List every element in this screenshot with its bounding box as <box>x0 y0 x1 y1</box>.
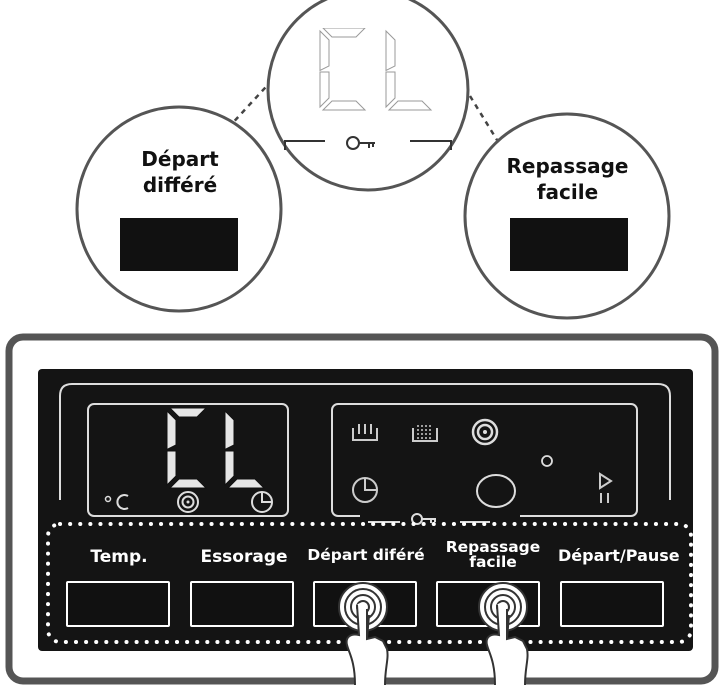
display-segment-C-a <box>169 408 207 418</box>
callout-circle-center <box>266 0 470 192</box>
connector-right <box>468 95 499 141</box>
indicator-dot <box>541 455 553 467</box>
callout-left-button <box>120 218 238 271</box>
finger-outline <box>485 604 529 685</box>
callout-left-line2: différé <box>142 173 218 197</box>
timer-icon <box>251 491 273 513</box>
display-segment-C-d <box>168 478 208 489</box>
temp-button[interactable] <box>66 581 170 627</box>
easy-iron-label-line1: Repassage <box>445 538 541 556</box>
start-pause-button[interactable] <box>560 581 664 627</box>
celsius-icon <box>104 494 129 510</box>
callout-right-line2: facile <box>536 180 599 204</box>
spin-icon <box>177 491 199 513</box>
display-segment-L-d <box>387 100 433 111</box>
play-pause-icon <box>599 472 613 503</box>
left-display-box <box>87 403 289 517</box>
callout-right-button <box>510 218 628 271</box>
timer-icon <box>352 477 378 503</box>
display-segment-C-a <box>322 28 366 38</box>
callout-left-line1: Départ <box>141 147 219 171</box>
spin-label: Essorage <box>200 547 288 567</box>
delay-start-label: Départ diféré <box>307 546 425 564</box>
callout-circle-right <box>463 112 671 320</box>
callout-seven-segment-display <box>319 28 433 111</box>
callout-bracket-right <box>410 140 452 150</box>
display-segment-L-e <box>385 71 396 109</box>
easy-iron-label-line2: facile <box>469 553 517 571</box>
display-segment-L-f <box>224 409 235 451</box>
prewash-icon <box>352 424 378 441</box>
finger-touch-icon <box>338 582 389 685</box>
callout-circle-left <box>75 105 283 313</box>
display-segment-C-e <box>319 71 330 109</box>
finger-outline <box>345 604 389 685</box>
easy-iron-label: Repassage facile <box>438 538 548 571</box>
start-pause-label: Départ/Pause <box>558 546 680 565</box>
finger-fill <box>346 602 388 685</box>
panel-seven-segment-display <box>166 408 266 489</box>
panel-inner-outline <box>59 383 671 500</box>
finger-fill <box>486 602 528 685</box>
display-segment-C-e <box>166 450 177 487</box>
display-segment-L-e <box>224 450 235 487</box>
connector-left <box>227 75 277 129</box>
spin-button[interactable] <box>190 581 294 627</box>
display-segment-C-f <box>319 29 330 72</box>
callout-right-line1: Repassage <box>506 154 629 178</box>
display-segment-L-d <box>226 478 266 489</box>
rinse-icon <box>471 418 499 446</box>
display-segment-L-f <box>385 29 396 72</box>
key-icon <box>346 136 375 150</box>
temp-label: Temp. <box>90 547 148 567</box>
key-icon <box>411 513 436 525</box>
callout-right-label: Repassage facile <box>485 153 650 205</box>
display-segment-C-d <box>321 100 367 111</box>
finger-touch-icon <box>478 582 529 685</box>
intensive-icon <box>412 425 438 442</box>
display-segment-C-f <box>166 409 177 451</box>
callout-bracket-left <box>284 140 325 150</box>
callout-left-label: Départ différé <box>100 146 260 198</box>
start-button-indicator <box>476 474 516 508</box>
